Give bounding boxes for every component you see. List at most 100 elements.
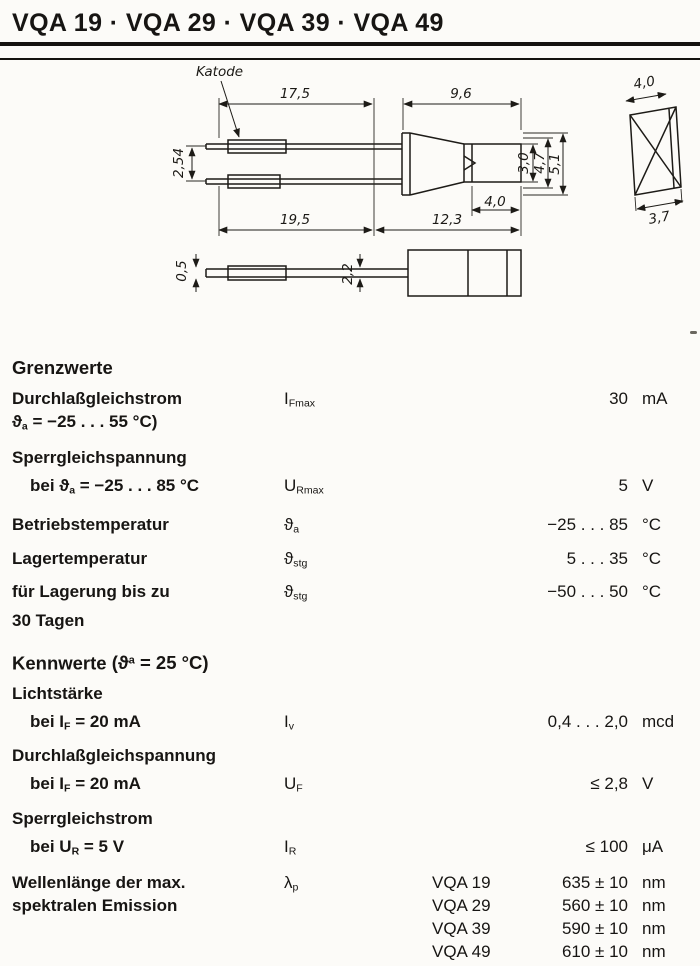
param-value: 30: [609, 389, 628, 408]
param-symbol: ϑa: [284, 514, 300, 535]
param-value: 0,4 . . . 2,0: [547, 712, 628, 732]
cathode-flag: [227, 139, 287, 154]
title-rule-thick: [0, 42, 700, 46]
param-value: ≤ 100: [585, 836, 628, 856]
dim-face-width: 4,0: [632, 73, 656, 92]
variant-unit: nm: [642, 873, 666, 893]
param-symbol: URmax: [284, 476, 324, 497]
param-symbol: λp: [284, 873, 299, 894]
variant-name: VQA 49: [432, 942, 491, 962]
katode-label: Katode: [196, 64, 243, 80]
dim-h-front: 3,0: [516, 152, 532, 173]
param-label: Sperrgleichstrom: [12, 808, 153, 828]
spec-row-sperrgleichspannung: Sperrgleichspannung: [12, 446, 688, 469]
param-unit: °C: [642, 514, 662, 534]
param-condition: bei IF = 20 mA: [30, 774, 141, 795]
dim-body-thickness: 2,2: [340, 263, 356, 284]
variant-unit: nm: [642, 919, 666, 939]
param-symbol: IR: [284, 836, 297, 858]
dim-lead-thickness: 0,5: [174, 260, 190, 281]
param-value: −50 . . . 50: [547, 582, 628, 602]
param-label: Sperrgleichspannung: [12, 448, 187, 468]
title-rule-thin: [0, 58, 700, 60]
dim-lead-full: 19,5: [280, 212, 310, 228]
param-label: Durchlaßgleichspannung: [12, 746, 217, 766]
param-unit: °C: [642, 548, 662, 568]
param-condition: bei UR = 5 V: [30, 836, 125, 858]
spec-row-durchlassgleichspannung: Durchlaßgleichspannung: [12, 744, 688, 767]
bottom-view: [205, 249, 522, 297]
variant-row: VQA 49 610 ± 10 nm: [432, 940, 688, 963]
variant-row: VQA 29 560 ± 10 nm: [432, 894, 688, 917]
param-symbol: UF: [284, 774, 303, 795]
spec-row-uf: bei IF = 20 mA UF ≤ 2,8 V: [12, 772, 688, 800]
spec-table: Grenzwerte Durchlaßgleichstrom ϑa = −25 …: [0, 356, 700, 966]
dim-lead-pitch: 2,54: [171, 148, 187, 178]
variant-name: VQA 19: [432, 873, 491, 893]
spec-row-betriebstemperatur: Betriebstemperatur ϑa −25 . . . 85 °C: [12, 513, 688, 541]
dimension-labels: Katode 17,5 9,6 4,0 2,54 3,0 4,7 5,1 4,0…: [171, 64, 672, 285]
param-unit: μA: [642, 836, 664, 856]
param-label: Lagertemperatur: [12, 548, 148, 568]
param-condition: bei IF = 20 mA: [30, 712, 141, 733]
param-symbol: Iv: [284, 712, 294, 733]
param-symbol: ϑstg: [284, 582, 308, 603]
param-condition: ϑa = −25 . . . 55 °C): [12, 412, 158, 433]
variant-name: VQA 39: [432, 919, 491, 939]
variant-row: VQA 19 635 ± 10 nm: [432, 871, 688, 894]
dim-body-full: 12,3: [432, 212, 462, 228]
front-view: [629, 106, 682, 196]
spec-row-wellenlaenge: Wellenlänge der max. spektralen Emission…: [12, 871, 688, 963]
param-label: Lichtstärke: [12, 684, 103, 704]
param-unit: V: [642, 476, 654, 496]
param-label: Wellenlänge der max. spektralen Emission: [12, 873, 186, 916]
spec-row-urmax: bei ϑa = −25 . . . 85 °C URmax 5 V: [12, 474, 688, 502]
param-condition: bei ϑa = −25 . . . 85 °C: [30, 476, 200, 497]
spec-row-iv: bei IF = 20 mA Iv 0,4 . . . 2,0 mcd: [12, 710, 688, 738]
side-view: [205, 132, 522, 196]
param-value: −25 . . . 85: [547, 514, 628, 534]
param-label: 30 Tagen: [12, 610, 85, 630]
dim-front-len: 4,0: [484, 194, 505, 210]
param-label: für Lagerung bis zu: [12, 582, 170, 602]
variant-value: 560 ± 10: [561, 896, 628, 916]
section-heading-kennwerte: Kennwerte (ϑa = 25 °C): [12, 652, 209, 674]
dim-h-mid: 4,7: [532, 152, 548, 174]
param-value: 5 . . . 35: [566, 548, 628, 568]
dim-h-base: 5,1: [547, 153, 563, 174]
dimension-lines: [188, 91, 684, 292]
variant-value: 635 ± 10: [561, 873, 628, 893]
param-label: Durchlaßgleichstrom ϑa = −25 . . . 55 °C…: [12, 387, 284, 438]
param-unit: mcd: [642, 712, 675, 732]
spec-row-ir: bei UR = 5 V IR ≤ 100 μA: [12, 835, 688, 863]
param-unit: mA: [642, 389, 668, 408]
param-unit: V: [642, 774, 654, 794]
param-unit: °C: [642, 582, 662, 602]
spec-row-lagerung: für Lagerung bis zu ϑstg −50 . . . 50 °C: [12, 580, 688, 608]
spec-row-30-tagen: 30 Tagen: [12, 609, 688, 632]
dim-lead-top: 17,5: [280, 86, 310, 102]
param-symbol: ϑstg: [284, 548, 308, 570]
param-value: 5: [618, 476, 628, 496]
spec-row-sperrgleichstrom: Sperrgleichstrom: [12, 807, 688, 830]
param-symbol: IFmax: [284, 389, 316, 410]
variant-unit: nm: [642, 942, 666, 962]
spec-row-lagertemperatur: Lagertemperatur ϑstg 5 . . . 35 °C: [12, 547, 688, 575]
katode-leader-line: [220, 80, 240, 138]
extension-lines: [186, 98, 683, 236]
section-heading-grenzwerte: Grenzwerte: [12, 357, 113, 378]
package-dimension-drawing: Katode 17,5 9,6 4,0 2,54 3,0 4,7 5,1 4,0…: [171, 64, 684, 297]
variant-wavelength-table: VQA 19 635 ± 10 nm VQA 29 560 ± 10 nm VQ…: [432, 871, 688, 963]
param-value: ≤ 2,8: [590, 774, 628, 794]
spec-row-lichtstaerke: Lichtstärke: [12, 682, 688, 705]
kennwerte-condition: (ϑa = 25 °C): [111, 652, 209, 674]
variant-value: 610 ± 10: [561, 942, 628, 962]
page-title: VQA 19 · VQA 29 · VQA 39 · VQA 49: [12, 9, 444, 37]
scan-artifact: [690, 331, 697, 334]
spec-row-durchlassgleichstrom: Durchlaßgleichstrom ϑa = −25 . . . 55 °C…: [12, 387, 688, 438]
variant-value: 590 ± 10: [561, 919, 628, 939]
dim-body-len: 9,6: [450, 86, 471, 102]
variant-unit: nm: [642, 896, 666, 916]
variant-row: VQA 39 590 ± 10 nm: [432, 917, 688, 940]
